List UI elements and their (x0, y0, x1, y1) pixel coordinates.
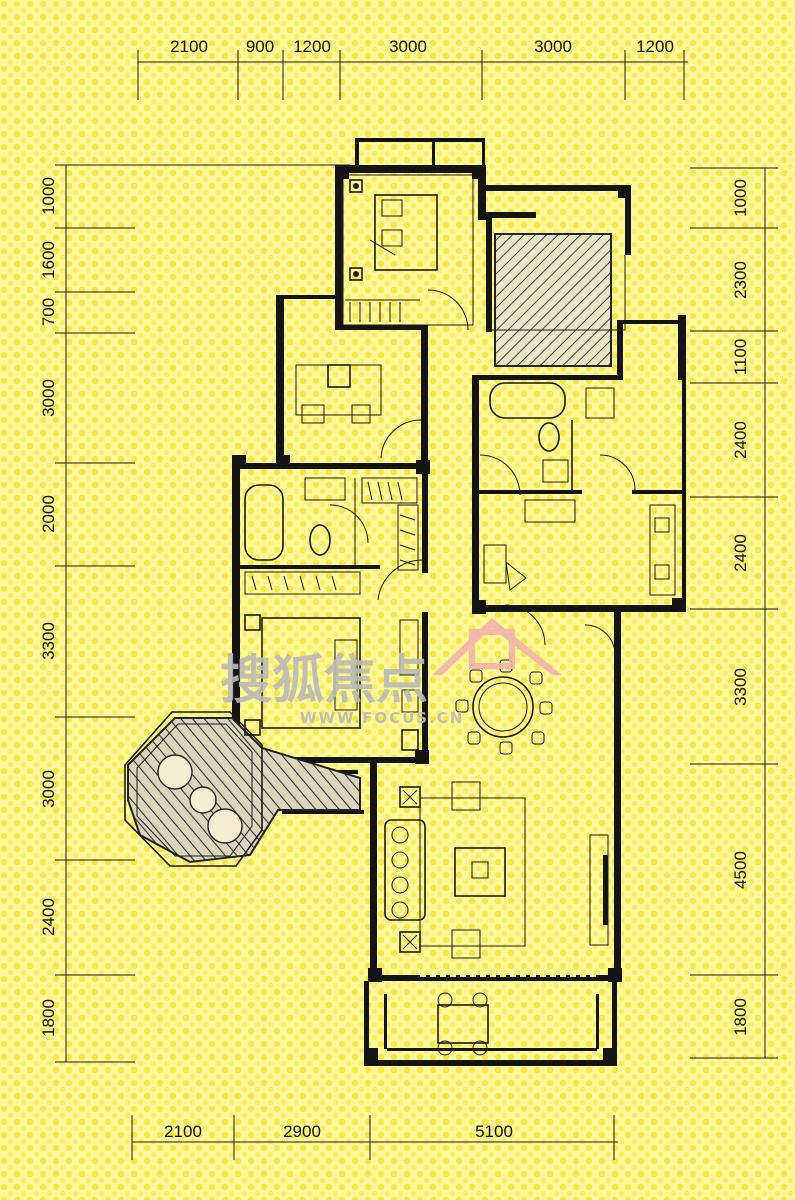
dim-top-1: 2100 (170, 37, 208, 56)
dim-top-6: 1200 (636, 37, 674, 56)
dim-top-4: 3000 (389, 37, 427, 56)
dim-top-2: 900 (246, 37, 274, 56)
interior-lines (244, 174, 676, 1056)
dim-left-5: 2000 (39, 495, 58, 533)
dim-left-6: 3300 (39, 622, 58, 660)
bay-window (124, 711, 263, 867)
dim-bottom-3: 5100 (475, 1122, 513, 1141)
dimension-right: 1000 2300 1100 2400 2400 3300 4500 1800 (690, 167, 778, 1059)
watermark: 搜狐焦点 WWW.FOCUS.CN (220, 618, 562, 727)
dim-right-1: 1000 (731, 179, 750, 217)
dim-right-2: 2300 (731, 261, 750, 299)
dim-right-6: 3300 (731, 668, 750, 706)
watermark-chinese: 搜狐焦点 (220, 651, 428, 711)
dim-right-8: 1800 (731, 998, 750, 1036)
walls (228, 138, 686, 1066)
dimension-top: 2100 900 1200 3000 3000 1200 (137, 37, 688, 100)
dim-top-3: 1200 (293, 37, 331, 56)
dim-left-7: 3000 (39, 770, 58, 808)
dimension-left: 1000 1600 700 3000 2000 3300 3000 2400 1… (39, 164, 350, 1063)
dim-right-5: 2400 (731, 534, 750, 572)
dimension-bottom: 2100 2900 5100 (131, 1115, 618, 1160)
dim-left-9: 1800 (39, 999, 58, 1037)
dim-right-7: 4500 (731, 851, 750, 889)
dim-left-8: 2400 (39, 898, 58, 936)
hatched-floors (127, 233, 612, 864)
dim-left-4: 3000 (39, 379, 58, 417)
dim-bottom-1: 2100 (164, 1122, 202, 1141)
dim-right-3: 1100 (731, 339, 750, 376)
dim-left-3: 700 (39, 298, 58, 326)
dim-top-5: 3000 (534, 37, 572, 56)
dim-bottom-2: 2900 (283, 1122, 321, 1141)
dim-left-2: 1600 (39, 241, 58, 279)
dim-right-4: 2400 (731, 421, 750, 459)
watermark-url: WWW.FOCUS.CN (300, 709, 464, 727)
dim-left-1: 1000 (39, 177, 58, 215)
